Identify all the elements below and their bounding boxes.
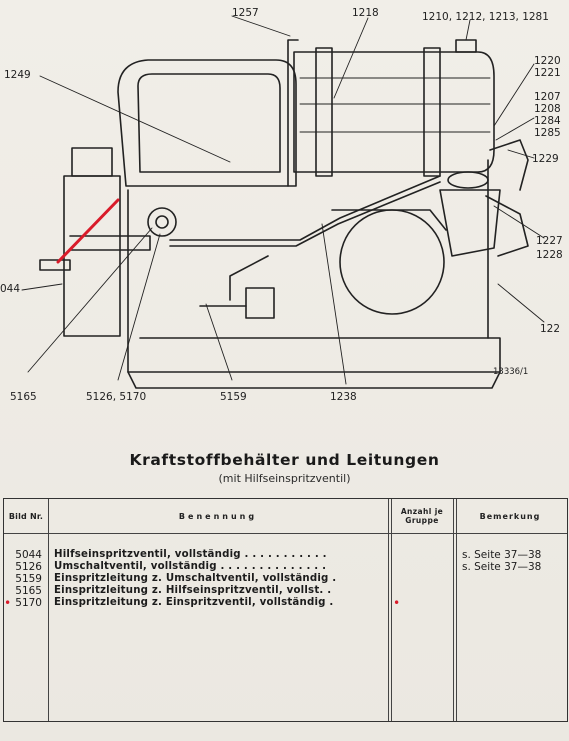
row-bild-nr: 5044	[15, 549, 42, 561]
callout-1228: 1228	[536, 249, 563, 261]
callout-1285: 1285	[534, 127, 561, 139]
table-row: 5044 Hilfseinspritzventil, vollständig .…	[4, 549, 565, 561]
header-divider	[4, 533, 567, 534]
fuel-filter	[439, 189, 501, 257]
callout-1238: 1238	[330, 391, 357, 403]
callout-1284: 1284	[534, 115, 561, 127]
column-divider	[48, 499, 49, 721]
row-benennung: Hilfseinspritzventil, vollständig . . . …	[54, 549, 327, 560]
red-highlight-line	[56, 198, 120, 264]
engine-base	[127, 371, 501, 389]
fuel-line-1229	[489, 139, 529, 191]
leader-lines	[21, 15, 545, 385]
row-bild-nr: 5165	[15, 585, 42, 597]
callout-1227: 1227	[536, 235, 563, 247]
flywheel	[339, 209, 445, 315]
row-bild-nr: 5170	[15, 597, 42, 609]
callout-122: 122	[540, 323, 561, 335]
callout-1218: 1218	[352, 7, 379, 19]
section-subtitle: (mit Hilfseinspritzventil)	[218, 472, 351, 485]
row-bemerkung: s. Seite 37—38	[462, 561, 542, 573]
callout-5159: 5159	[220, 391, 247, 403]
injection-pump	[63, 175, 121, 337]
fuel-tank	[293, 51, 495, 173]
header-benennung: Benennung	[178, 511, 258, 521]
header-anzahl: Anzahl je Gruppe	[400, 507, 444, 525]
engine-block-outline	[127, 159, 501, 373]
row-bild-nr: 5159	[15, 573, 42, 585]
callout-044: 044	[0, 283, 21, 295]
changeover-valve	[147, 207, 177, 237]
callout-1208: 1208	[534, 103, 561, 115]
red-dot-marker: •	[4, 596, 12, 610]
fuel-line-1238	[169, 175, 441, 241]
callout-5165: 5165	[10, 391, 37, 403]
callout-1229: 1229	[532, 153, 559, 165]
callout-1257: 1257	[232, 7, 259, 19]
tank-strap-left	[315, 47, 333, 177]
row-benennung: Einspritzleitung z. Umschaltventil, voll…	[54, 573, 337, 584]
section-title: Kraftstoffbehälter und Leitungen	[129, 451, 440, 469]
callout-1249: 1249	[4, 69, 31, 81]
callout-1221: 1221	[534, 67, 561, 79]
row-bemerkung: s. Seite 37—38	[462, 549, 542, 561]
callout-1220: 1220	[534, 55, 561, 67]
header-bild-nr: Bild Nr.	[8, 511, 44, 521]
table-row: 5126 Umschaltventil, vollständig . . . .…	[4, 561, 565, 573]
red-dot-marker: •	[393, 596, 401, 610]
window-frame	[117, 59, 297, 187]
fuel-line-1257	[287, 39, 299, 187]
table-row: • 5170 Einspritzleitung z. Einspritzvent…	[4, 597, 565, 609]
row-benennung: Einspritzleitung z. Einspritzventil, vol…	[54, 597, 334, 608]
parts-table: Bild Nr. Benennung Anzahl je Gruppe Beme…	[3, 498, 568, 722]
column-divider	[456, 499, 457, 721]
engine-technical-drawing	[21, 15, 545, 389]
callout-5126-5170: 5126, 5170	[86, 391, 147, 403]
row-benennung: Umschaltventil, vollständig . . . . . . …	[54, 561, 327, 572]
tank-strap-right	[423, 47, 441, 177]
callout-1210: 1210, 1212, 1213, 1281	[422, 11, 549, 23]
table-row: 5159 Einspritzleitung z. Umschaltventil,…	[4, 573, 565, 585]
column-divider	[391, 499, 392, 721]
callout-1207: 1207	[534, 91, 561, 103]
table-row: 5165 Einspritzleitung z. Hilfseinspritzv…	[4, 585, 565, 597]
filler-cap	[455, 39, 477, 53]
drawing-number: 13336/1	[493, 367, 529, 377]
column-divider	[388, 499, 389, 721]
row-benennung: Einspritzleitung z. Hilfseinspritzventil…	[54, 585, 332, 596]
column-divider	[453, 499, 454, 721]
row-bild-nr: 5126	[15, 561, 42, 573]
header-bemerkung: Bemerkung	[479, 511, 541, 521]
